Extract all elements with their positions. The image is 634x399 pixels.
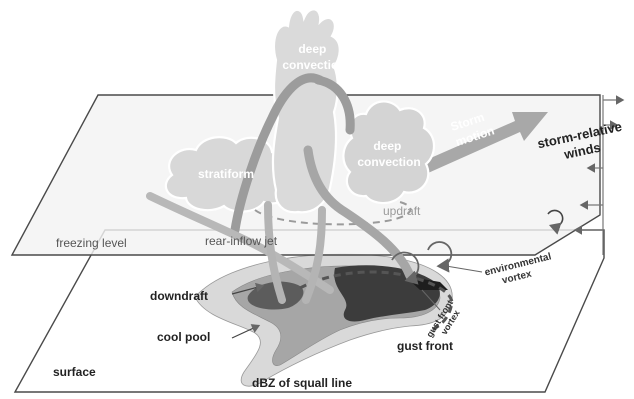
stratiform-label: stratiform bbox=[198, 167, 254, 181]
surface-label: surface bbox=[53, 365, 96, 379]
deep-convection-cloud-tall bbox=[273, 9, 340, 212]
updraft-label: updraft bbox=[383, 204, 421, 218]
freezing-level-label: freezing level bbox=[56, 236, 127, 250]
downdraft-label: downdraft bbox=[150, 289, 208, 303]
dbz-label: dBZ of squall line bbox=[252, 376, 352, 390]
cool-pool-label: cool pool bbox=[157, 330, 210, 344]
rear-inflow-jet-label: rear-inflow jet bbox=[205, 234, 278, 248]
gust-front-label: gust front bbox=[397, 339, 453, 353]
